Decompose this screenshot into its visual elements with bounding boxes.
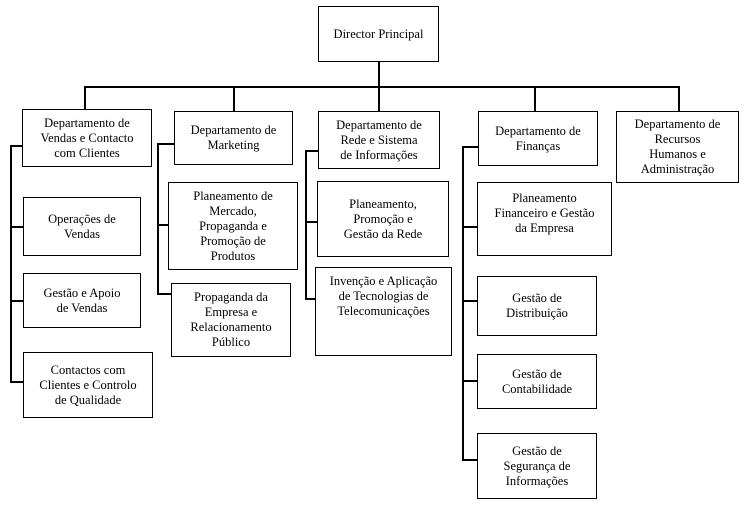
connector-financas-u3 [462,380,477,382]
dept-vendas-box: Departamento de Vendas e Contacto com Cl… [22,109,152,167]
unit-financas-planeamento: Planeamento Financeiro e Gestão da Empre… [477,182,612,256]
unit-vendas-operacoes: Operações de Vendas [23,197,141,256]
connector-vendas-u1 [10,226,23,228]
connector-vendas-u3 [10,381,23,383]
unit-label: Gestão de Contabilidade [501,366,573,396]
dept-marketing-box: Departamento de Marketing [174,111,293,165]
dept-rede-box: Departamento de Rede e Sistema de Inform… [318,111,440,169]
unit-label: Contactos com Clientes e Controlo de Qua… [39,362,137,407]
unit-label: Gestão e Apoio de Vendas [43,285,121,315]
connector-rede-top [305,150,318,152]
connector-financas-top [462,146,478,148]
unit-marketing-propaganda: Propaganda da Empresa e Relacionamento P… [171,283,291,357]
connector-marketing-spine [157,143,159,294]
connector-financas-u4 [462,459,477,461]
director-box: Director Principal [318,6,439,62]
unit-rede-planeamento: Planeamento, Promoção e Gestão da Rede [317,181,449,257]
dept-vendas-title: Departamento de Vendas e Contacto com Cl… [40,115,134,160]
dept-financas-box: Departamento de Finanças [478,111,598,166]
unit-label: Invenção e Aplicação de Tecnologias de T… [329,274,438,318]
connector-financas-u2 [462,300,477,302]
unit-label: Propaganda da Empresa e Relacionamento P… [190,290,272,349]
connector-vendas-u2 [10,300,23,302]
dept-rh-title: Departamento de Recursos Humanos e Admin… [634,117,721,176]
unit-label: Gestão de Distribuição [506,291,568,320]
unit-label: Gestão de Segurança de Informações [503,443,571,488]
connector-to-rh [678,86,680,111]
connector-financas-u1 [462,226,477,228]
dept-rede-title: Departamento de Rede e Sistema de Inform… [336,117,422,162]
connector-rede-u1 [305,221,317,223]
connector-to-marketing [233,86,235,111]
unit-vendas-gestao-apoio: Gestão e Apoio de Vendas [23,273,141,328]
unit-rede-invencao: Invenção e Aplicação de Tecnologias de T… [315,267,452,356]
connector-financas-spine [462,146,464,460]
connector-rede-u2 [305,298,315,300]
unit-financas-distribuicao: Gestão de Distribuição [477,276,597,336]
connector-to-rede [378,86,380,111]
connector-vendas-spine [10,145,12,383]
unit-label: Planeamento, Promoção e Gestão da Rede [343,196,423,241]
connector-horizontal-bus [84,86,679,88]
unit-vendas-contactos: Contactos com Clientes e Controlo de Qua… [23,352,153,418]
connector-vendas-top [10,145,23,147]
connector-to-financas [534,86,536,111]
dept-marketing-title: Departamento de Marketing [190,123,277,152]
unit-label: Operações de Vendas [48,211,116,241]
unit-marketing-planeamento: Planeamento de Mercado, Propaganda e Pro… [168,182,298,270]
connector-to-vendas [84,86,86,109]
connector-director-down [378,62,380,87]
unit-financas-contabilidade: Gestão de Contabilidade [477,354,597,409]
dept-rh-box: Departamento de Recursos Humanos e Admin… [616,111,739,183]
dept-financas-title: Departamento de Finanças [495,123,581,153]
connector-marketing-top [157,143,174,145]
unit-financas-seguranca: Gestão de Segurança de Informações [477,433,597,499]
connector-rede-spine [305,150,307,299]
unit-label: Planeamento de Mercado, Propaganda e Pro… [193,188,273,263]
unit-label: Planeamento Financeiro e Gestão da Empre… [494,190,595,235]
director-label: Director Principal [333,26,424,41]
connector-marketing-u2 [157,293,171,295]
connector-marketing-u1 [157,224,168,226]
